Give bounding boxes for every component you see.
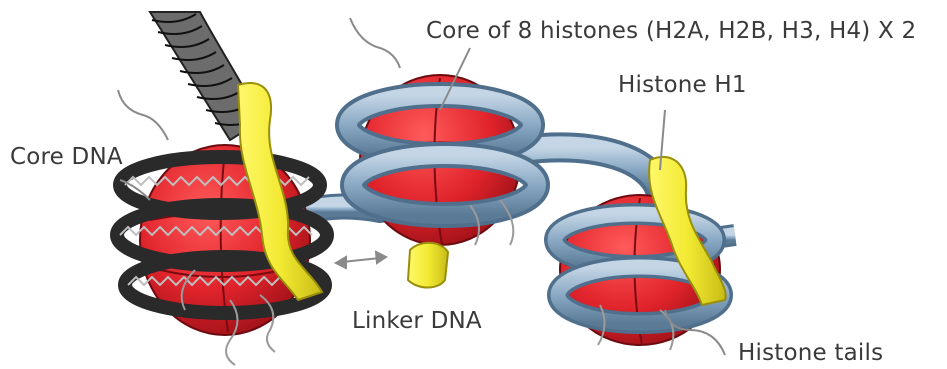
- leader-core-dna-top: [118, 90, 168, 140]
- label-core-dna: Core DNA: [10, 144, 123, 170]
- left-nucleosome: [117, 145, 327, 335]
- label-core-of-8-histones: Core of 8 histones (H2A, H2B, H3, H4) X …: [426, 18, 916, 44]
- histone-h1-middle: [408, 243, 448, 288]
- label-histone-tails: Histone tails: [738, 340, 883, 366]
- linker-dna-arrow: [336, 252, 386, 268]
- leader-core-of-8: [350, 18, 400, 68]
- label-linker-dna: Linker DNA: [352, 308, 482, 334]
- label-histone-h1: Histone H1: [618, 72, 747, 98]
